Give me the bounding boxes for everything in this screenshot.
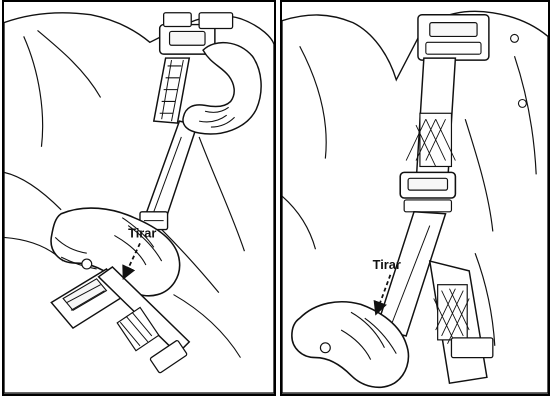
left-pull-label: Tirar [128, 225, 156, 240]
left-panel-drawing: Tirar [4, 2, 274, 394]
right-top-buckle [418, 15, 489, 60]
right-pull-label: Tirar [373, 257, 401, 272]
right-panel: Tirar [280, 0, 550, 396]
left-panel: Tirar [2, 0, 276, 396]
right-panel-drawing: Tirar [282, 2, 548, 394]
right-center-buckle [400, 172, 455, 211]
